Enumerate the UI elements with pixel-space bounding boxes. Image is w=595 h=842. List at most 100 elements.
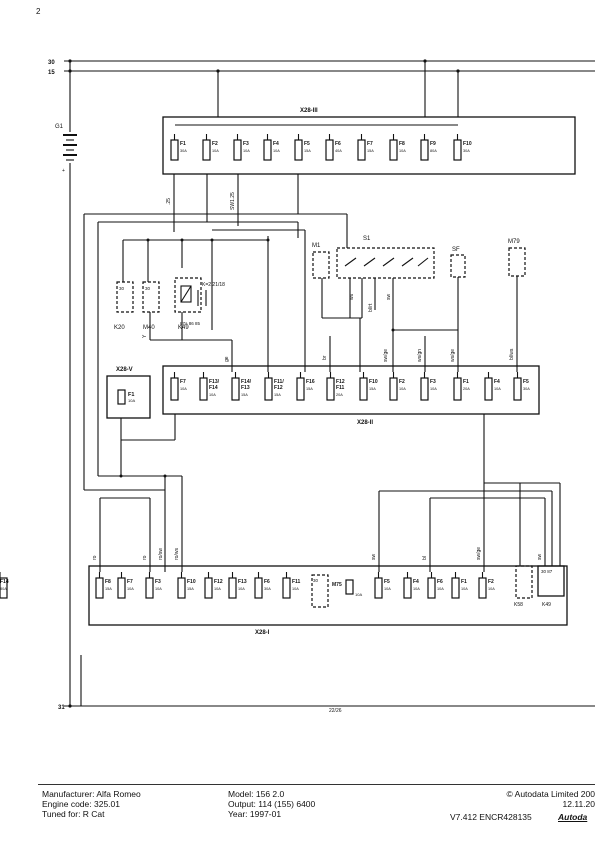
fuse-rating: 10A: [273, 149, 280, 153]
svg-text:sw/ge: sw/ge: [476, 547, 482, 560]
fusebox-x28-ii-label: X28-II: [357, 420, 373, 426]
fuse-rating: 10A: [494, 387, 501, 391]
svg-text:30: 30: [313, 578, 319, 583]
relay-k49: 87a 86 85 K49 K=2,21/18: [174, 277, 225, 331]
svg-text:K58: K58: [514, 602, 523, 608]
svg-text:ro/sw: ro/sw: [158, 548, 164, 560]
svg-text:sw: sw: [537, 554, 543, 561]
fuse-x28ii-9: F1 20A: [453, 372, 470, 401]
relay-k58: K58: [514, 565, 533, 608]
fuse-id: F4: [413, 579, 419, 585]
fuse-rating: 40A: [335, 149, 342, 153]
svg-text:M75: M75: [332, 582, 342, 588]
fuse-rating: 10A: [180, 387, 187, 391]
relay-m75: 30 M75: [311, 574, 342, 608]
fuse-id: F4: [494, 379, 500, 385]
fuse-rating: 80A: [0, 587, 7, 591]
svg-text:SF: SF: [452, 247, 460, 253]
component-m1: M1: [312, 243, 330, 279]
fuse-rating: 15A: [187, 587, 194, 591]
svg-text:30 87: 30 87: [541, 569, 553, 574]
svg-text:Y: Y: [142, 334, 148, 338]
wire-code-ref: K=2,21/18: [202, 282, 225, 288]
component-m79: M79: [508, 239, 526, 277]
fuse-rating: 15A: [241, 393, 248, 397]
svg-text:ge: ge: [224, 356, 230, 362]
rail-30-label: 30: [48, 60, 55, 66]
fuse-id: F5: [523, 379, 529, 385]
fuse-id: F7: [367, 141, 373, 147]
engine-code: Engine code: 325.01: [42, 799, 120, 809]
relay-k20: 30 K20: [114, 281, 134, 331]
fuse-rating: 10A: [127, 587, 134, 591]
fuse-rating: 10A: [384, 587, 391, 591]
fuse-id: F7: [180, 379, 186, 385]
model: Model: 156 2.0: [228, 789, 285, 799]
ground-point-label: 22/26: [329, 708, 342, 714]
fuse-rating: 10A: [399, 387, 406, 391]
svg-text:S1: S1: [363, 236, 371, 242]
autodata-logo: Autoda: [558, 812, 588, 822]
fuse-id: F12: [214, 579, 223, 585]
fuse-rating: 30A: [523, 387, 530, 391]
diagram-id: 2: [36, 7, 41, 16]
fuse-id: F14: [0, 579, 9, 585]
svg-text:K20: K20: [114, 325, 125, 331]
fuse-rating: 10A: [430, 387, 437, 391]
fuse-rating: 10A: [155, 587, 162, 591]
fuse-id: F6: [335, 141, 341, 147]
svg-text:ro/ws: ro/ws: [174, 548, 180, 560]
component-sf: SF: [450, 247, 466, 278]
fuse-x28i-6: F6 30A: [254, 572, 271, 599]
fuse-id: F3: [430, 379, 436, 385]
footer-info: Manufacturer: Alfa Romeo Engine code: 32…: [38, 784, 595, 825]
fuse-id: F14: [209, 385, 218, 391]
relay-k49-right: 30 87 K49: [537, 565, 565, 608]
fuse-id: F10: [187, 579, 196, 585]
fuse-id: F16: [306, 379, 315, 385]
fuses-x28-i: F815AF710AF310AF1015AF1210AF1310AF630AF1…: [0, 572, 495, 599]
fuse-rating: 20A: [463, 387, 470, 391]
svg-text:+: +: [62, 168, 65, 174]
fuse-x28iii-6: F7 15A: [357, 134, 374, 161]
fuse-rating: 20A: [336, 393, 343, 397]
fuse-rating: 15A: [369, 387, 376, 391]
fuse-id: F1: [463, 379, 469, 385]
fuse-rating: 10A: [292, 587, 299, 591]
fuse-rating: 30A: [264, 587, 271, 591]
fuse-id: F6: [264, 579, 270, 585]
fuse-rating: 15A: [367, 149, 374, 153]
copyright: © Autodata Limited 200: [506, 789, 595, 799]
svg-text:10A: 10A: [128, 398, 135, 403]
fuse-id: F11: [292, 579, 301, 585]
fuse-id: F1: [461, 579, 467, 585]
fuse-id: F13: [238, 579, 247, 585]
fuse-rating: 15A: [274, 393, 281, 397]
fuse-id: F8: [105, 579, 111, 585]
fuses-x28-iii: F130AF210AF310AF410AF515AF640AF715AF810A…: [170, 134, 472, 161]
fuse-rating: 15A: [306, 387, 313, 391]
svg-text:ws/ge: ws/ge: [450, 349, 456, 362]
fuse-id: F3: [155, 579, 161, 585]
fuse-id: F1: [180, 141, 186, 147]
fuse-x28ii-0: F7 10A: [170, 372, 187, 401]
fuse-rating: 10A: [488, 587, 495, 591]
fuse-rating: 10A: [437, 587, 444, 591]
svg-text:ro: ro: [92, 555, 98, 560]
svg-text:sw: sw: [371, 554, 377, 561]
fuse-x28ii-10: F4 10A: [484, 372, 501, 401]
svg-text:.25: .25: [166, 198, 172, 205]
fuse-rating: 15A: [304, 149, 311, 153]
tuned-for: Tuned for: R Cat: [42, 809, 105, 819]
fuse-rating: 10A: [212, 149, 219, 153]
fuse-id: F6: [437, 579, 443, 585]
